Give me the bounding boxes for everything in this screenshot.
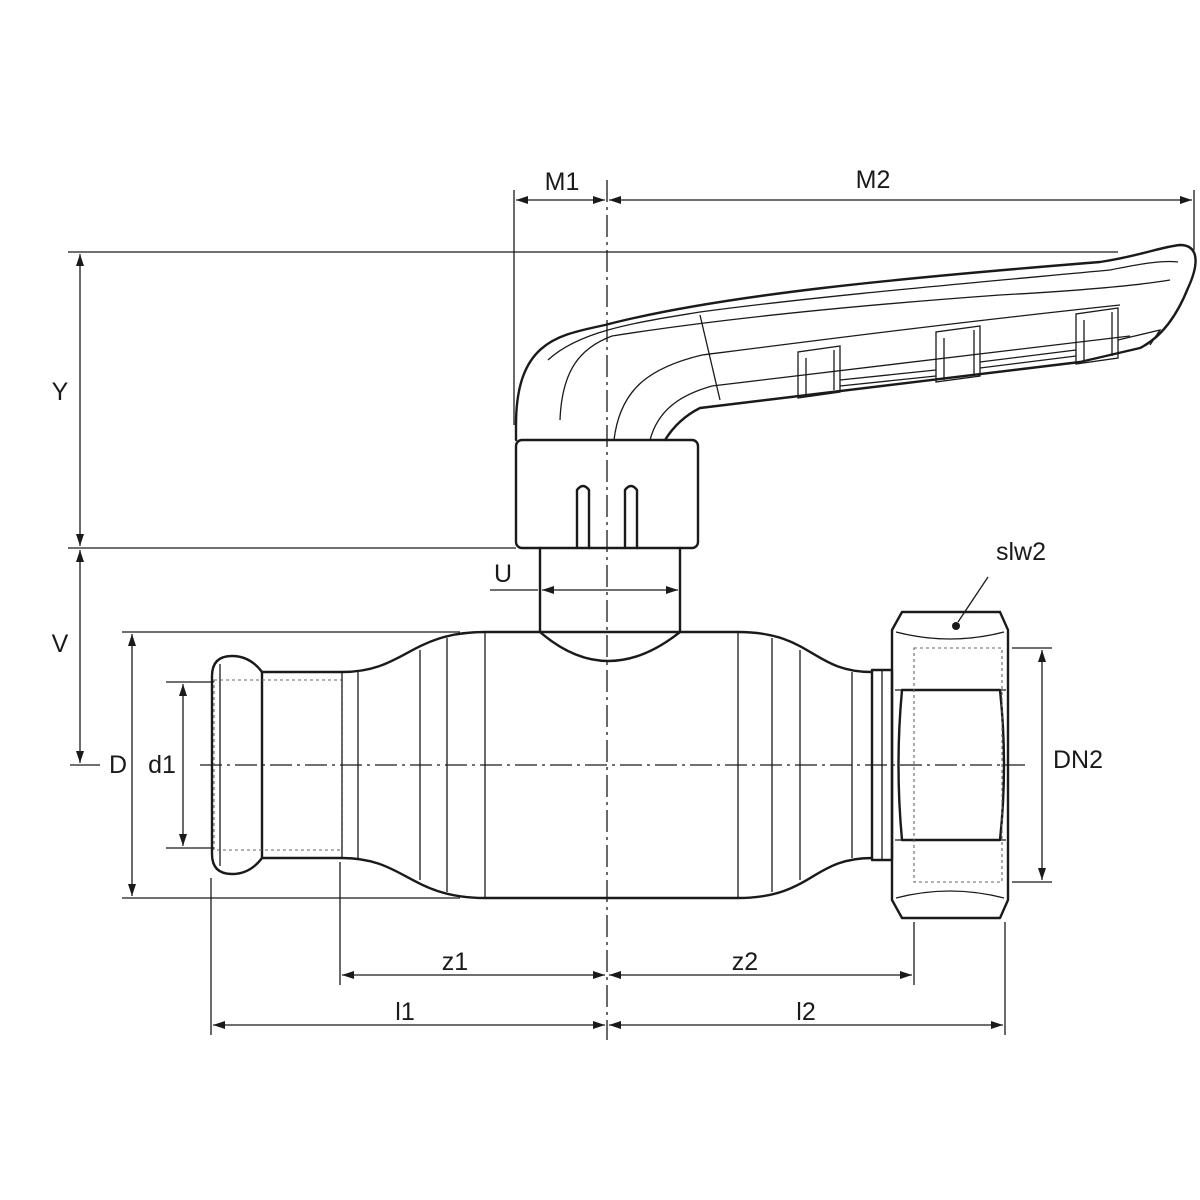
pin xyxy=(575,484,591,550)
dimension-lines xyxy=(76,196,1192,1029)
label-slw2: slw2 xyxy=(996,538,1046,566)
label-D: D xyxy=(109,751,127,779)
label-Y: Y xyxy=(52,378,69,406)
thread-hidden xyxy=(913,647,1003,883)
dim-slw2-leader xyxy=(957,576,989,623)
press-fit-end xyxy=(210,654,264,876)
center-lines xyxy=(200,180,1025,1040)
label-z1: z1 xyxy=(442,948,468,976)
label-l1: l1 xyxy=(395,998,414,1026)
valve-body xyxy=(210,630,894,900)
lever-handle xyxy=(514,243,1197,550)
label-l2: l2 xyxy=(796,998,815,1026)
dimension-labels: M1 M2 Y V U D d1 DN2 slw2 z1 z2 l1 l2 xyxy=(52,166,1103,1026)
slw2-leader-dot xyxy=(952,622,960,630)
label-M2: M2 xyxy=(856,166,891,194)
union-nut xyxy=(890,610,1010,920)
pin xyxy=(623,484,639,550)
handle-hub xyxy=(514,438,700,550)
label-M1: M1 xyxy=(545,168,580,196)
label-U: U xyxy=(494,560,512,588)
extension-lines xyxy=(68,190,1195,1035)
label-d1: d1 xyxy=(148,751,176,779)
stem xyxy=(538,546,682,663)
label-DN2: DN2 xyxy=(1053,746,1103,774)
label-V: V xyxy=(52,630,69,658)
label-z2: z2 xyxy=(732,948,758,976)
